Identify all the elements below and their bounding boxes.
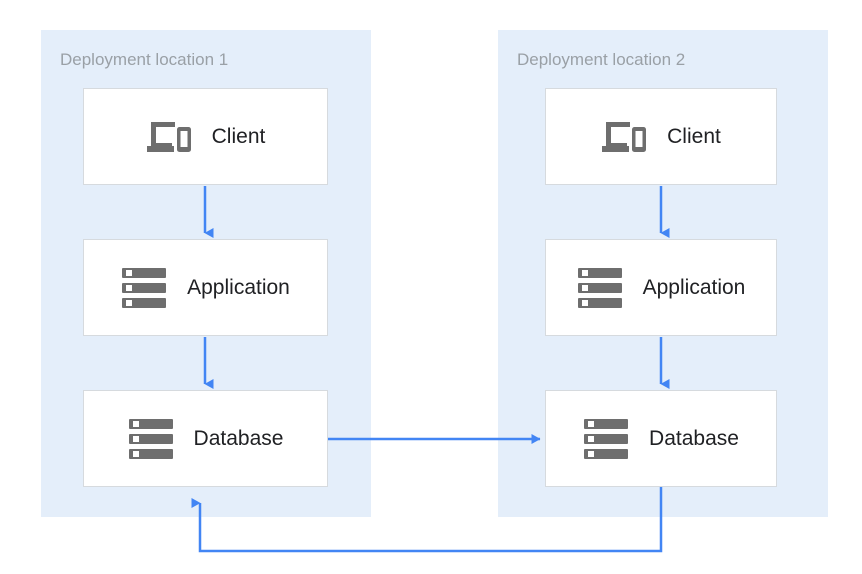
node-database-2[interactable]: Database bbox=[545, 390, 777, 487]
server-icon bbox=[121, 267, 167, 308]
server-icon bbox=[577, 267, 623, 308]
node-application-1[interactable]: Application bbox=[83, 239, 328, 336]
node-label-client-2: Client bbox=[667, 124, 721, 148]
node-label-database-2: Database bbox=[649, 426, 739, 450]
server-icon bbox=[128, 418, 174, 459]
node-client-2[interactable]: Client bbox=[545, 88, 777, 185]
zone-title-deployment-location-1: Deployment location 1 bbox=[60, 50, 229, 69]
devices-icon bbox=[146, 117, 192, 157]
node-application-2[interactable]: Application bbox=[545, 239, 777, 336]
server-icon bbox=[583, 418, 629, 459]
zone-title-deployment-location-2: Deployment location 2 bbox=[517, 50, 686, 69]
node-label-application-2: Application bbox=[642, 275, 746, 299]
node-label-database-1: Database bbox=[193, 426, 284, 450]
devices-icon bbox=[601, 117, 647, 157]
node-label-application-1: Application bbox=[187, 275, 290, 299]
node-label-client-1: Client bbox=[211, 124, 266, 148]
node-client-1[interactable]: Client bbox=[83, 88, 328, 185]
node-database-1[interactable]: Database bbox=[83, 390, 328, 487]
